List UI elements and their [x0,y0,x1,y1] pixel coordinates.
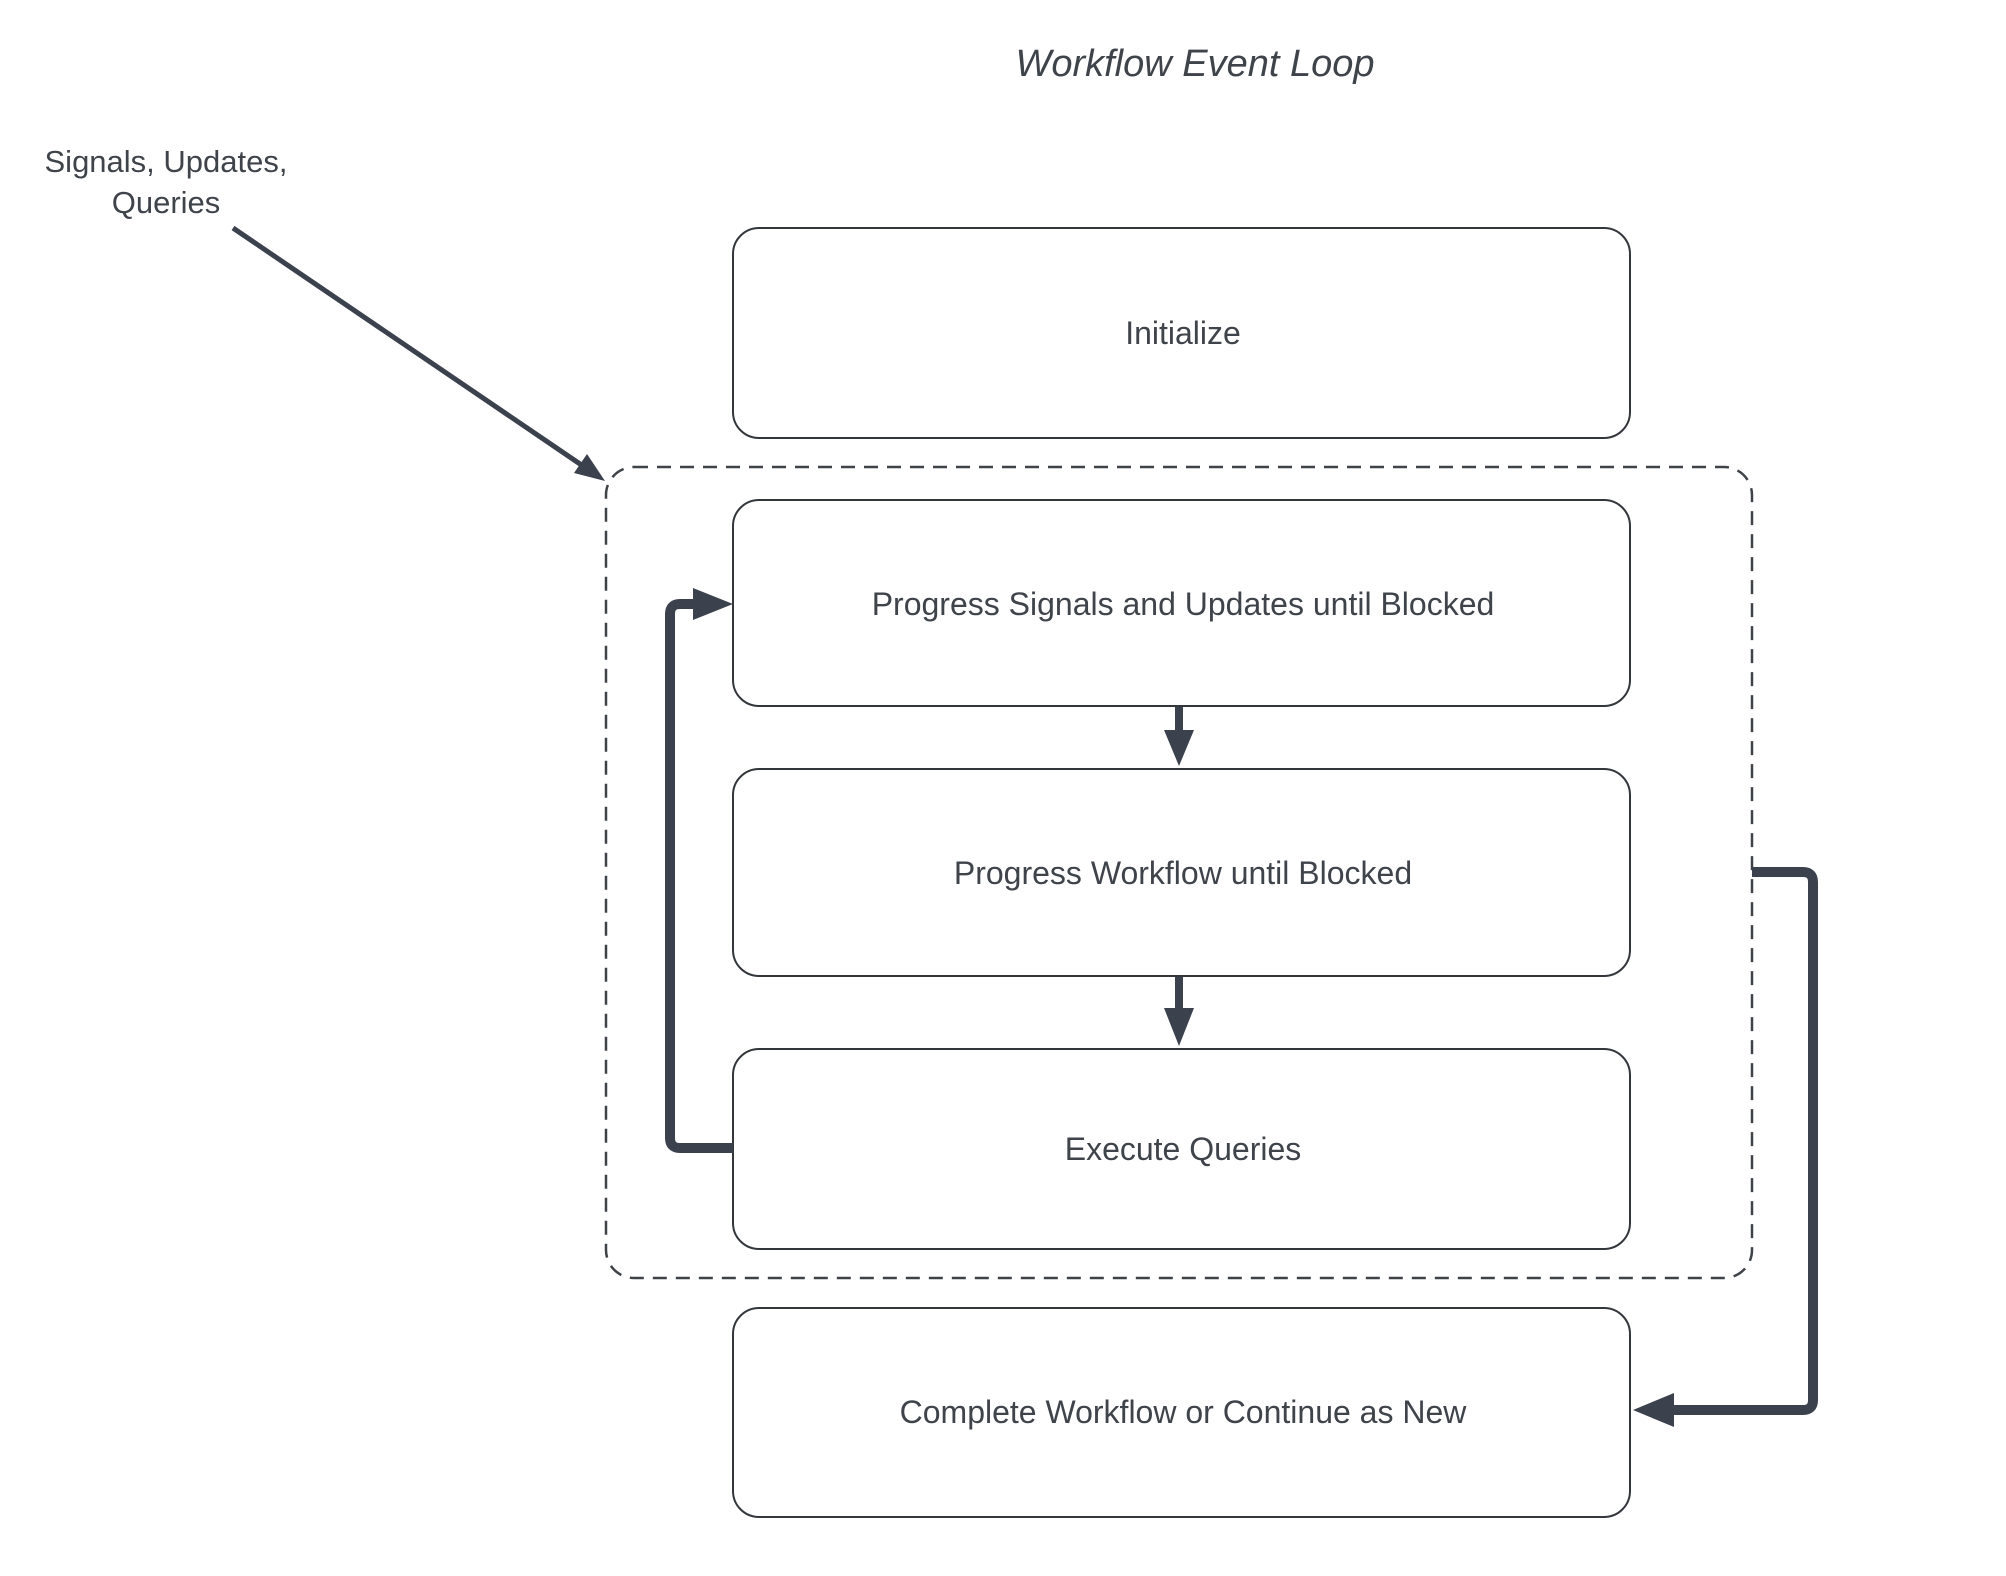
node-progress-signals-box [732,499,1631,707]
arrow-loop-to-complete [1633,867,1818,1427]
node-execute-queries: Execute Queries [732,1048,1631,1250]
node-progress-signals-label: Progress Signals and Updates until Block… [872,586,1495,622]
arrow-signals-into-loop [231,225,605,481]
arrow-signals-line [231,225,585,469]
node-progress-workflow-label: Progress Workflow until Blocked [954,855,1412,891]
node-progress-workflow: Progress Workflow until Blocked [732,768,1631,977]
arrow-signals-head-icon [574,454,605,481]
page-title: Workflow Event Loop [1015,43,1374,85]
arrow-signals-to-workflow [1164,707,1194,766]
arrow-loop-to-complete-head-icon [1633,1393,1674,1427]
node-progress-workflow-box [732,768,1631,977]
arrow-workflow-to-queries-head-icon [1164,1008,1194,1046]
arrow-queries-loop-back-head-icon [693,588,733,620]
node-complete-workflow-box [732,1307,1631,1518]
node-progress-signals: Progress Signals and Updates until Block… [732,499,1631,707]
arrow-queries-loop-back-line [665,599,733,1153]
node-complete-workflow-label: Complete Workflow or Continue as New [900,1394,1468,1430]
annotation-line-2: Queries [112,185,221,220]
node-initialize: Initialize [732,227,1631,439]
node-initialize-box [732,227,1631,439]
node-initialize-label: Initialize [1125,315,1241,351]
arrow-signals-to-workflow-head-icon [1164,730,1194,766]
annotation-signals-updates-queries: Signals, Updates, Queries [45,144,288,220]
node-complete-workflow: Complete Workflow or Continue as New [732,1307,1631,1518]
arrow-workflow-to-queries [1164,977,1194,1046]
annotation-line-1: Signals, Updates, [45,144,288,179]
arrow-loop-to-complete-line [1674,867,1818,1415]
arrow-queries-loop-back [665,588,733,1153]
node-execute-queries-label: Execute Queries [1065,1131,1302,1167]
